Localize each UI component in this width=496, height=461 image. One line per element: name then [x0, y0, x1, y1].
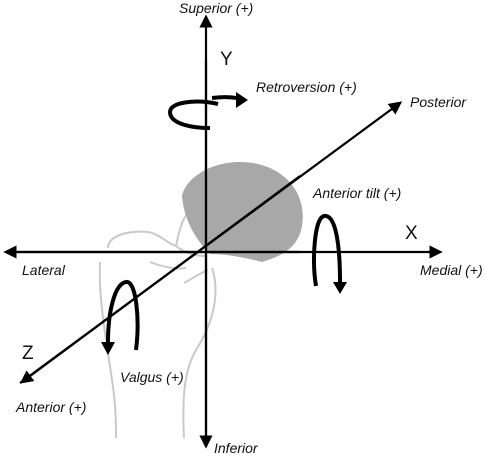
label-medial: Medial (+) [420, 262, 483, 278]
z-axis-anterior [19, 175, 301, 384]
femoral-head [182, 162, 303, 262]
label-superior: Superior (+) [179, 0, 253, 16]
label-posterior: Posterior [410, 94, 467, 110]
rotation-y-icon [167, 92, 248, 130]
label-lateral: Lateral [22, 262, 66, 278]
label-retroversion: Retroversion (+) [256, 79, 357, 95]
rotation-z-icon [101, 280, 140, 355]
rotation-x-icon [312, 214, 347, 294]
axis-label-x: X [405, 223, 418, 244]
axis-label-z: Z [22, 343, 34, 364]
axis-label-y: Y [220, 49, 233, 70]
label-inferior: Inferior [214, 440, 259, 456]
label-anterior-tilt: Anterior tilt (+) [312, 185, 401, 201]
label-anterior: Anterior (+) [15, 399, 86, 415]
label-valgus: Valgus (+) [120, 369, 184, 385]
femur-outline [98, 209, 217, 439]
